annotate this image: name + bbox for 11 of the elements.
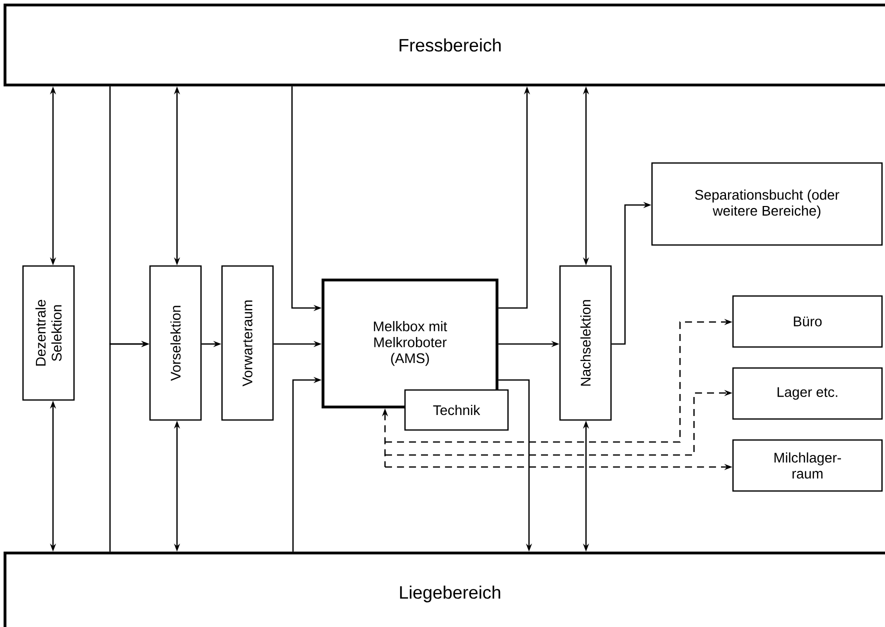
process-box: Büro: [732, 295, 883, 348]
process-box: Milchlager- raum: [732, 439, 883, 492]
process-box: Nachselektion: [559, 265, 612, 421]
area-band: Fressbereich: [4, 4, 885, 86]
process-box: Dezentrale Selektion: [22, 265, 75, 401]
area-band: Liegebereich: [4, 552, 885, 627]
process-box: Vorselektion: [149, 265, 202, 421]
process-box: Technik: [404, 389, 509, 431]
process-box: Vorwarteraum: [221, 265, 274, 421]
process-box: Lager etc.: [732, 367, 883, 420]
process-box: Separationsbucht (oder weitere Bereiche): [651, 162, 883, 246]
